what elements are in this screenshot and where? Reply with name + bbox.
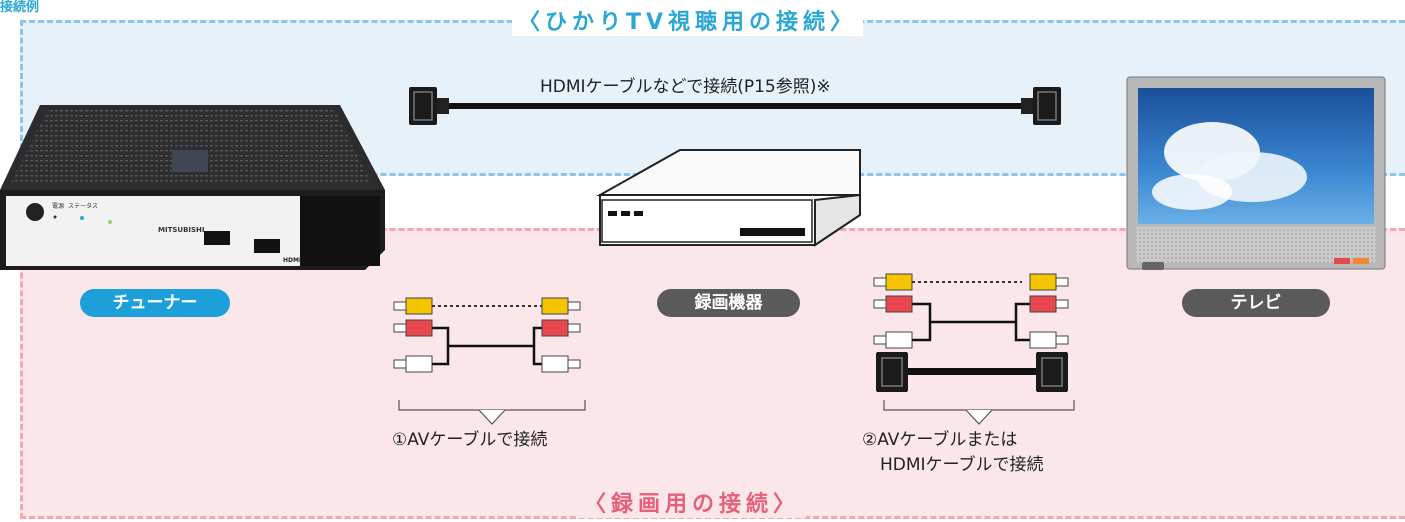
recording-zone-title: 〈録画用の接続〉 bbox=[578, 486, 807, 518]
bracket-right bbox=[883, 400, 1075, 425]
power-label: 電源 bbox=[52, 202, 64, 210]
rca-plug-white-right bbox=[541, 355, 581, 373]
power-button bbox=[26, 203, 44, 221]
tuner-device: 電源 ステータス MITSUBISHI HDMI bbox=[0, 105, 385, 270]
hdmi-cable-top bbox=[409, 87, 1061, 125]
corner-label: 接続例 bbox=[0, 0, 40, 15]
usb-port-1 bbox=[204, 231, 230, 245]
tv-device bbox=[1126, 76, 1386, 270]
hdmi-mark: HDMI bbox=[283, 257, 301, 264]
rca-plug-red-left bbox=[393, 319, 433, 337]
usb-port-2 bbox=[254, 239, 280, 253]
recorder-label: 録画機器 bbox=[657, 289, 800, 317]
tv-label: テレビ bbox=[1182, 289, 1330, 317]
brand-label: MITSUBISHI bbox=[158, 226, 205, 234]
av-cable-left bbox=[393, 297, 581, 373]
rca-plug-white-left bbox=[393, 355, 433, 373]
status-label: ステータス bbox=[68, 202, 98, 210]
rca-plug-red-right bbox=[541, 319, 581, 337]
caption-av-or-hdmi-1: ②AVケーブルまたは bbox=[862, 430, 1018, 450]
tv-viewing-zone-title: 〈ひかりTV視聴用の接続〉 bbox=[512, 4, 864, 36]
bracket-left bbox=[398, 400, 586, 425]
recorder-device bbox=[596, 149, 861, 247]
hdmi-plug-left bbox=[409, 87, 449, 125]
hdmi-connection-label: HDMIケーブルなどで接続(P15参照)※ bbox=[540, 77, 831, 97]
hdmi-cable-bottom bbox=[876, 352, 1068, 392]
av-hdmi-cable-right bbox=[873, 273, 1069, 392]
caption-av-connection: ①AVケーブルで接続 bbox=[392, 430, 548, 450]
caption-av-or-hdmi-2: HDMIケーブルで接続 bbox=[880, 455, 1044, 475]
recording-zone bbox=[20, 228, 1405, 519]
hdmi-plug-right bbox=[1021, 87, 1061, 125]
rca-plug-yellow-left bbox=[393, 297, 433, 315]
rca-plug-yellow-right bbox=[541, 297, 581, 315]
tuner-label: チューナー bbox=[80, 289, 230, 317]
